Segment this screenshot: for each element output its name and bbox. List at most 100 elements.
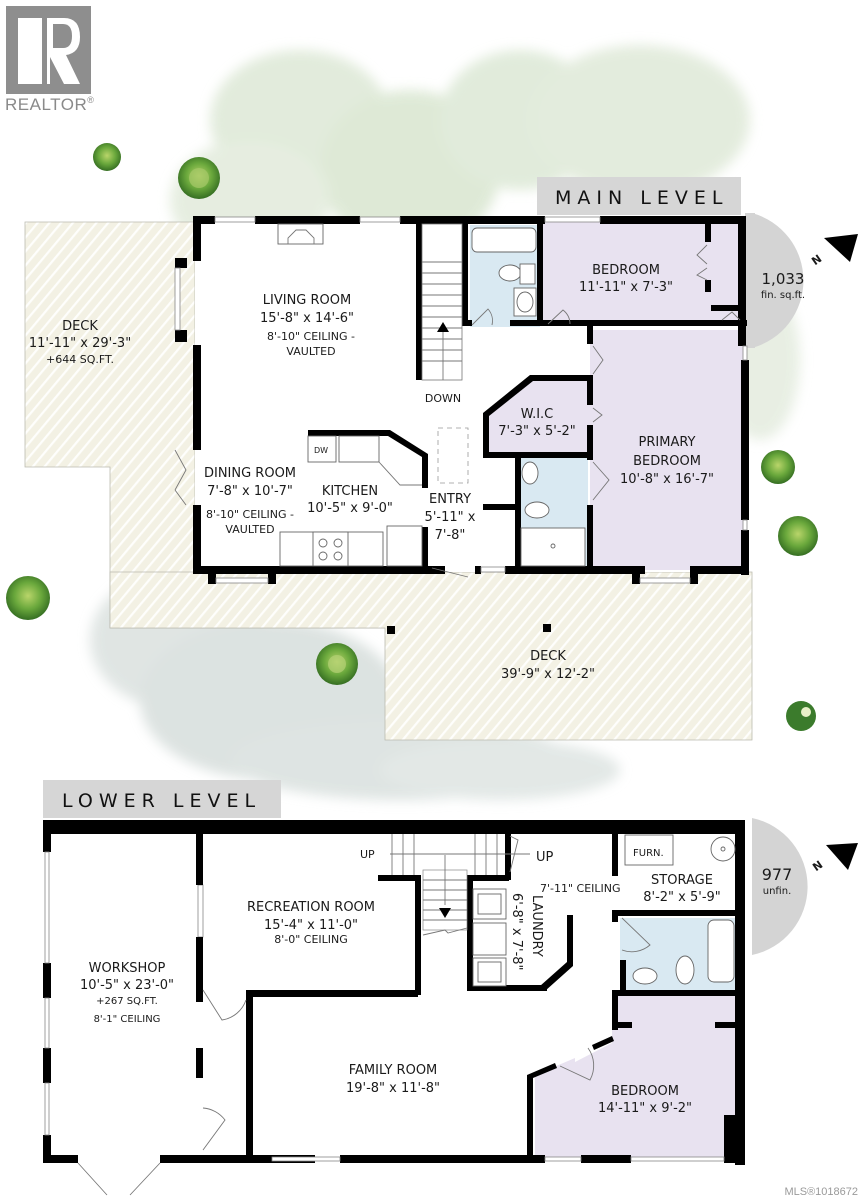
fridge-icon	[386, 525, 423, 567]
hall-ceiling-label: 7'-11" CEILING	[540, 882, 621, 895]
room-bedroom-lower: BEDROOM 14'-11" x 9'-2"	[598, 1084, 692, 1116]
tree-icon	[778, 516, 818, 556]
svg-text:FAMILY ROOM: FAMILY ROOM	[349, 1063, 438, 1078]
svg-text:7'-8" x 10'-7": 7'-8" x 10'-7"	[207, 484, 293, 499]
compass-label: N	[810, 858, 825, 874]
svg-text:7'-3" x 5'-2": 7'-3" x 5'-2"	[498, 424, 576, 439]
svg-text:19'-8" x 11'-8": 19'-8" x 11'-8"	[346, 1081, 440, 1096]
tree-icon	[786, 701, 816, 731]
tree-icon	[178, 157, 220, 199]
svg-text:WORKSHOP: WORKSHOP	[89, 961, 166, 976]
fireplace-icon	[277, 223, 324, 245]
windows	[174, 216, 748, 584]
svg-text:BEDROOM: BEDROOM	[633, 454, 701, 469]
interior-walls	[308, 224, 747, 571]
area-value: 1,033	[762, 270, 805, 288]
svg-text:W.I.C: W.I.C	[521, 407, 554, 422]
arrow-up-icon	[437, 322, 449, 332]
stairs-up-label-right: UP	[536, 850, 554, 865]
toilet-icon	[498, 264, 522, 282]
svg-text:8'-1" CEILING: 8'-1" CEILING	[94, 1014, 161, 1025]
doors	[174, 244, 741, 578]
room-wic: W.I.C 7'-3" x 5'-2"	[498, 407, 576, 439]
svg-text:11'-11" x 29'-3": 11'-11" x 29'-3"	[29, 336, 131, 351]
svg-text:VAULTED: VAULTED	[225, 523, 274, 536]
area-unit: fin. sq.ft.	[761, 290, 805, 301]
dishwasher-icon	[307, 435, 337, 463]
kitchen-fixtures: DW	[279, 435, 423, 567]
area-unit: unfin.	[763, 886, 792, 897]
stairs-up-label-left: UP	[360, 848, 375, 861]
tree-icon	[761, 450, 795, 484]
room-living-room: LIVING ROOM 15'-8" x 14'-6" 8'-10" CEILI…	[260, 293, 355, 358]
room-kitchen: KITCHEN 10'-5" x 9'-0"	[307, 484, 393, 516]
stairs-up	[390, 834, 530, 936]
exterior-walls	[175, 216, 749, 584]
toilet-icon	[524, 501, 550, 519]
stairs-down	[421, 223, 463, 381]
area-value: 977	[762, 865, 793, 884]
svg-text:RECREATION ROOM: RECREATION ROOM	[247, 900, 375, 915]
compass-label: N	[809, 252, 824, 268]
lower-windows	[44, 851, 725, 1162]
room-deck-south: DECK 39'-9" x 12'-2"	[501, 649, 595, 682]
room-recreation-room: RECREATION ROOM 15'-4" x 11'-0" 8'-0" CE…	[247, 900, 375, 946]
svg-text:8'-0" CEILING: 8'-0" CEILING	[274, 933, 348, 946]
lower-level-area-badge: N 977 unfin.	[752, 818, 858, 955]
room-primary-bedroom: PRIMARY BEDROOM 10'-8" x 16'-7"	[620, 435, 714, 487]
svg-text:10'-8" x 16'-7": 10'-8" x 16'-7"	[620, 472, 714, 487]
svg-text:7'-8": 7'-8"	[435, 528, 466, 543]
room-deck-west: DECK 11'-11" x 29'-3" +644 SQ.FT.	[29, 319, 131, 366]
svg-text:15'-8" x 14'-6": 15'-8" x 14'-6"	[260, 311, 354, 326]
realtor-logo[interactable]: REALTOR®	[5, 6, 94, 114]
watercolor-background-green	[170, 45, 800, 440]
arrow-down-icon	[439, 908, 451, 918]
toilet-icon	[675, 955, 695, 985]
lower-exterior-walls	[43, 820, 745, 1165]
lower-doors	[77, 989, 595, 1196]
dryer-icon	[472, 922, 507, 956]
svg-text:DW: DW	[314, 446, 328, 455]
bathtub-icon	[707, 919, 735, 983]
lower-bedroom-floor	[535, 995, 735, 1158]
svg-text:5'-11" x: 5'-11" x	[425, 510, 476, 525]
deck-south	[109, 571, 753, 741]
svg-text:+644 SQ.FT.: +644 SQ.FT.	[46, 353, 114, 366]
sink-icon	[521, 461, 539, 485]
primary-bedroom-floor	[590, 330, 745, 570]
svg-text:KITCHEN: KITCHEN	[322, 484, 378, 499]
room-bedroom-main: BEDROOM 11'-11" x 7'-3"	[579, 263, 673, 295]
lower-bath-fixtures	[621, 917, 735, 985]
svg-text:15'-4" x 11'-0": 15'-4" x 11'-0"	[264, 918, 358, 933]
room-entry: ENTRY 5'-11" x 7'-8"	[425, 492, 476, 543]
svg-text:+267 SQ.FT.: +267 SQ.FT.	[96, 996, 158, 1007]
svg-text:8'-2" x 5'-9": 8'-2" x 5'-9"	[643, 890, 721, 905]
svg-text:8'-10" CEILING -: 8'-10" CEILING -	[206, 508, 294, 521]
svg-text:FURN.: FURN.	[633, 848, 664, 859]
svg-text:DECK: DECK	[530, 649, 566, 664]
tree-icon	[6, 576, 50, 620]
bathroom-fixtures	[471, 227, 586, 567]
room-storage: STORAGE 8'-2" x 5'-9"	[643, 873, 721, 905]
svg-text:BEDROOM: BEDROOM	[611, 1084, 679, 1099]
svg-text:MAIN LEVEL: MAIN LEVEL	[555, 187, 728, 209]
svg-text:39'-9" x 12'-2": 39'-9" x 12'-2"	[501, 667, 595, 682]
main-level: MAIN LEVEL N 1,033 fin. sq.ft.	[24, 177, 858, 741]
svg-text:BEDROOM: BEDROOM	[592, 263, 660, 278]
lower-level-title: LOWER LEVEL	[43, 780, 281, 818]
room-workshop: WORKSHOP 10'-5" x 23'-0" +267 SQ.FT. 8'-…	[80, 961, 174, 1025]
main-level-title: MAIN LEVEL	[537, 177, 741, 215]
stairs-down-label: DOWN	[425, 392, 461, 405]
north-arrow-icon	[826, 843, 858, 870]
laundry-fixtures	[472, 888, 507, 987]
svg-text:8'-10" CEILING -: 8'-10" CEILING -	[267, 330, 355, 343]
tree-icon	[93, 143, 121, 171]
svg-text:14'-11" x 9'-2": 14'-11" x 9'-2"	[598, 1101, 692, 1116]
svg-text:DINING ROOM: DINING ROOM	[204, 466, 296, 481]
svg-text:PRIMARY: PRIMARY	[639, 435, 696, 450]
svg-text:DECK: DECK	[62, 319, 98, 334]
tree-icon	[316, 643, 358, 685]
svg-text:STORAGE: STORAGE	[651, 873, 713, 888]
svg-text:10'-5" x 23'-0": 10'-5" x 23'-0"	[80, 978, 174, 993]
